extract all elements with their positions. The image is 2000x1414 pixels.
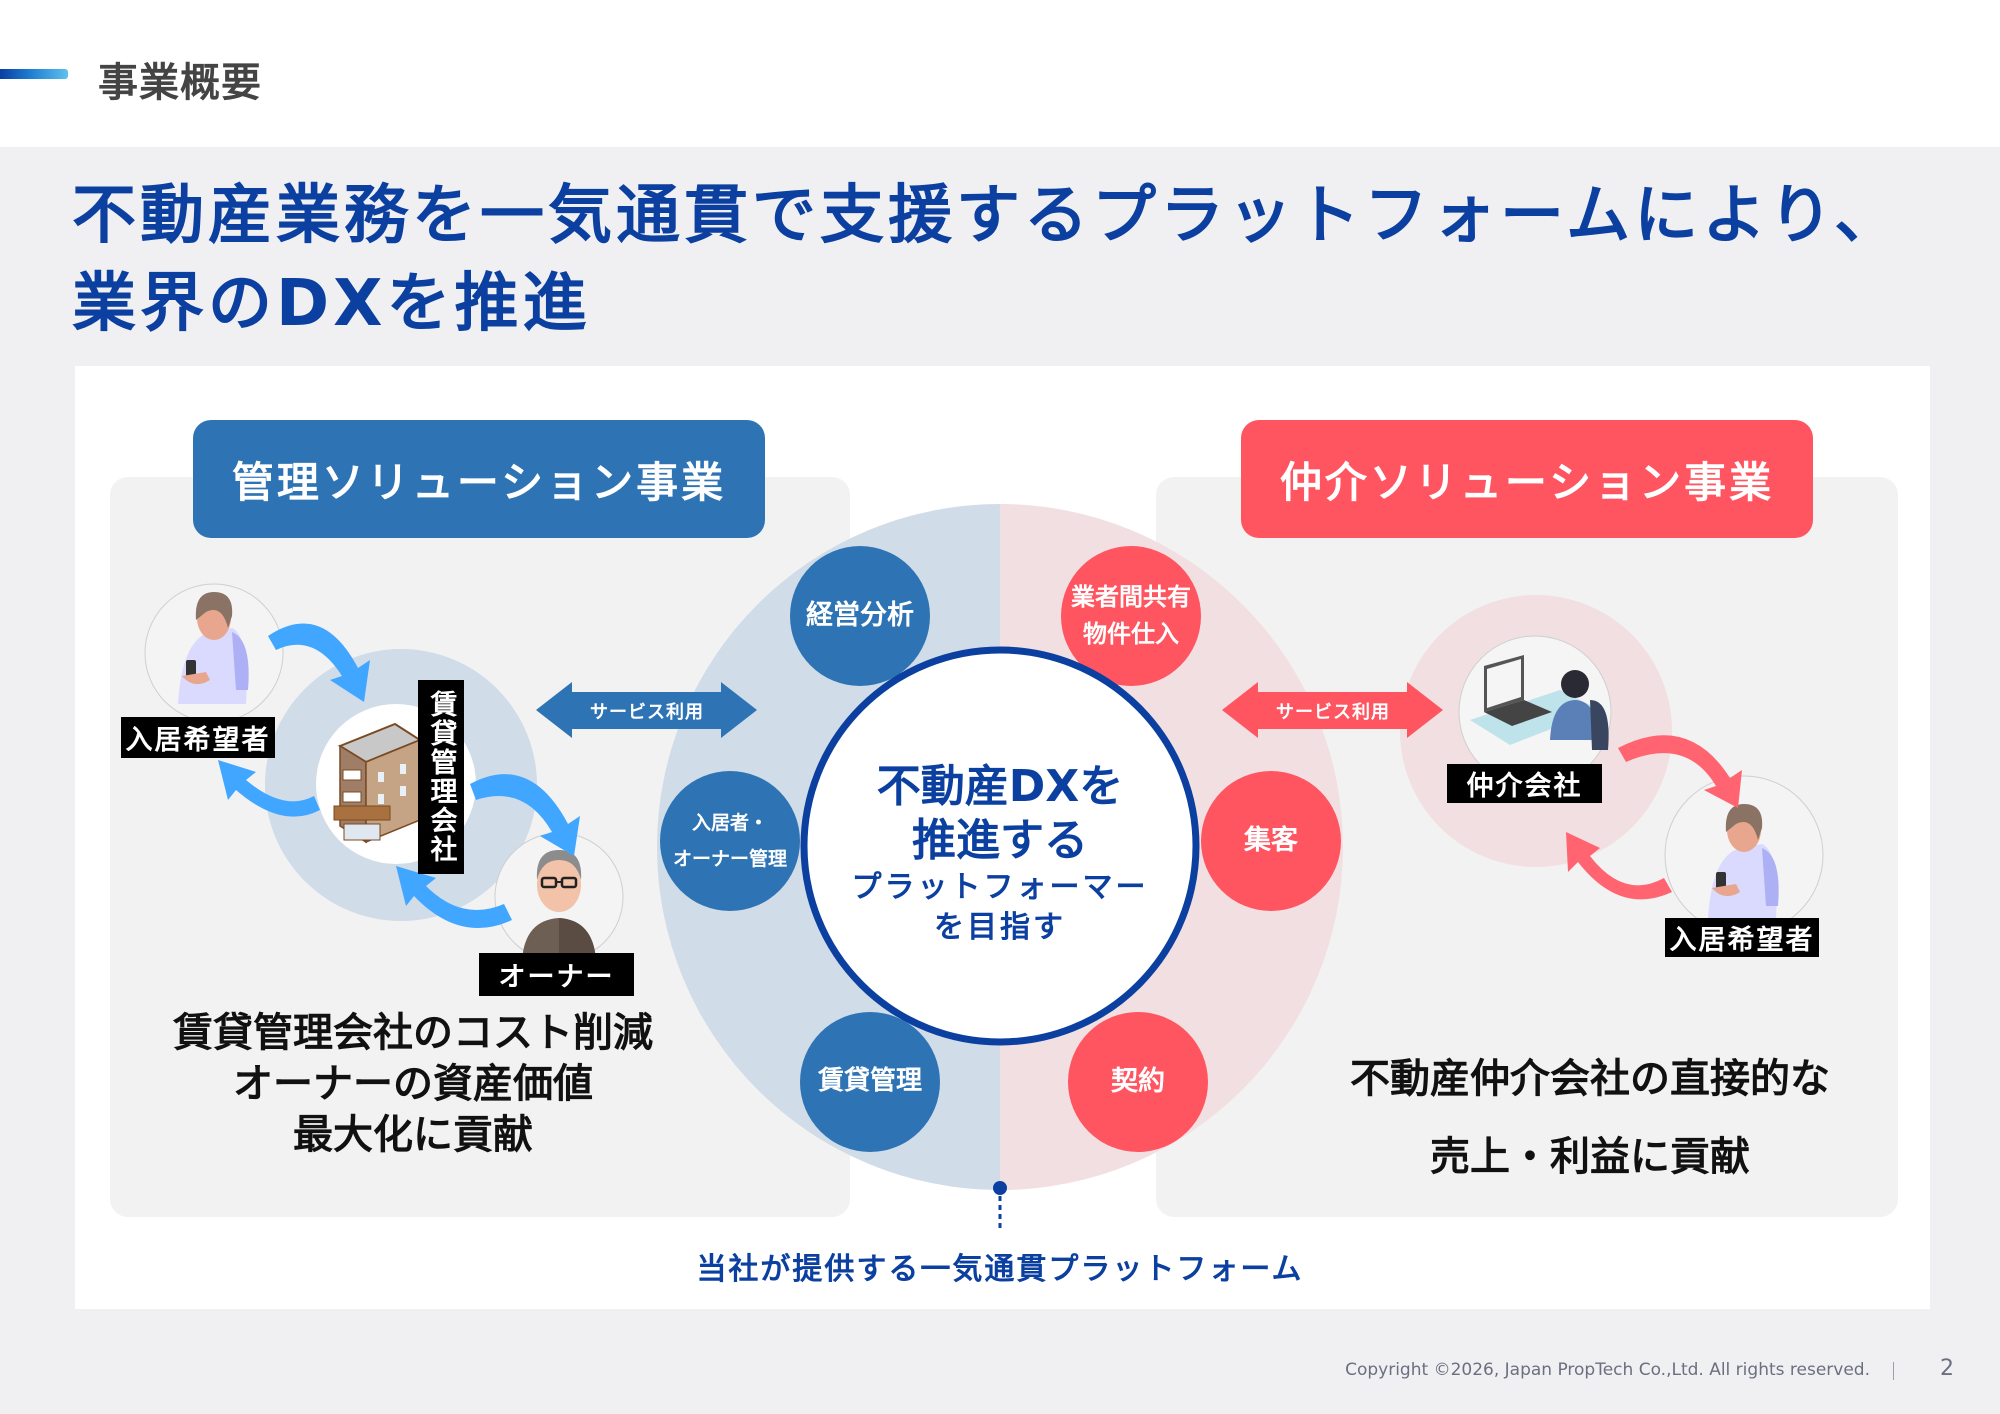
platform-caption: 当社が提供する一気通貫プラットフォーム: [696, 1252, 1304, 1287]
function-bubble-customer-acquisition: [1201, 771, 1341, 911]
cycle-arrows-management: [218, 623, 580, 928]
cycle-arrows-brokerage: [1566, 735, 1742, 900]
function-bubble-rental-management: [800, 1012, 940, 1152]
caption-pointer-dot: [993, 1181, 1007, 1195]
impact-line: オーナーの資産価値: [233, 1061, 593, 1107]
brokerage-company-label: 仲介会社: [1447, 764, 1602, 803]
owner-label: オーナー: [479, 953, 634, 996]
management-impact-text: 賃貸管理会社のコスト削減 オーナーの資産価値 最大化に貢献: [130, 1008, 696, 1161]
vision-line: 不動産DXを: [876, 761, 1124, 812]
impact-line: 不動産仲介会社の直接的な: [1350, 1056, 1830, 1102]
function-label-rental-management: 賃貸管理: [817, 1066, 922, 1097]
curved-arrow-icon: [470, 774, 580, 856]
center-vision-circle: [800, 646, 1200, 1046]
vision-subline: プラットフォーマー: [851, 870, 1149, 905]
service-use-arrow-management: [536, 682, 757, 738]
center-vision-text: 不動産DXを 推進する プラットフォーマー を目指す: [802, 760, 1198, 948]
page-title: 不動産業務を一気通貫で支援するプラットフォームにより、業界のDXを推進: [72, 179, 1903, 341]
person-with-phone-icon: [178, 592, 249, 704]
function-label-contract: 契約: [1111, 1066, 1165, 1098]
applicant-label: 入居希望者: [121, 717, 275, 758]
curved-arrow-icon: [218, 760, 320, 817]
page-number: 2: [1940, 1356, 1954, 1381]
vision-subline: を目指す: [934, 910, 1066, 945]
brokerage-impact-text: 不動産仲介会社の直接的な 売上・利益に貢献: [1300, 1040, 1880, 1196]
curved-arrow-icon: [268, 623, 370, 702]
function-label-customer-acquisition: 集客: [1244, 825, 1298, 857]
service-use-label-brokerage: サービス利用: [1276, 702, 1390, 723]
impact-line: 最大化に貢献: [293, 1112, 533, 1158]
function-bubble-contract: [1068, 1012, 1208, 1152]
brokerage-applicant-label: 入居希望者: [1665, 918, 1819, 957]
function-label-tenant-owner-management: 入居者・ オーナー管理: [672, 811, 787, 870]
function-bubble-property-sourcing: [1061, 546, 1201, 686]
curved-arrow-icon: [396, 866, 512, 928]
footer-divider: [1893, 1362, 1894, 1380]
function-label-property-sourcing: 業者間共有 物件仕入: [1071, 582, 1191, 648]
apartment-building-icon: [333, 722, 423, 844]
service-use-label-management: サービス利用: [590, 702, 704, 723]
impact-line: 賃貸管理会社のコスト削減: [173, 1010, 653, 1056]
function-bubble-tenant-owner-management: [660, 771, 800, 911]
top-bar: [0, 0, 2000, 147]
elderly-owner-icon: [522, 850, 596, 960]
section-title: 事業概要: [98, 60, 262, 106]
copyright-text: Copyright ©2026, Japan PropTech Co.,Ltd.…: [1345, 1360, 1870, 1380]
rental-management-company-label: 賃貸管理会社: [418, 680, 464, 874]
service-use-arrow-brokerage: [1222, 682, 1443, 738]
curved-arrow-icon: [1618, 735, 1742, 808]
brokerage-solution-header: 仲介ソリューション事業: [1241, 420, 1813, 538]
impact-line: 売上・利益に貢献: [1430, 1134, 1750, 1180]
vision-line: 推進する: [912, 815, 1088, 866]
function-label-management-analysis: 経営分析: [806, 600, 914, 632]
function-bubble-management-analysis: [790, 546, 930, 686]
curved-arrow-icon: [1566, 832, 1672, 900]
management-solution-header: 管理ソリューション事業: [193, 420, 765, 538]
person-at-laptop-icon: [1470, 655, 1609, 750]
section-accent-bar: [0, 69, 68, 79]
person-with-phone-icon: [1708, 804, 1779, 918]
